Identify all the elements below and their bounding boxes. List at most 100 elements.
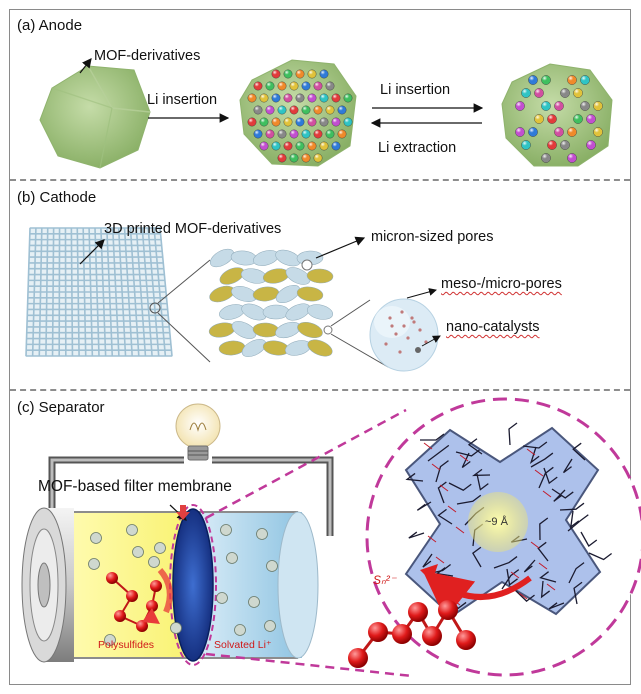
framework-bond xyxy=(568,562,585,584)
mof-derivatives-label: MOF-derivatives xyxy=(94,48,201,64)
lithium-balls-sparse xyxy=(515,75,603,163)
separator-title: (c) Separator xyxy=(17,399,105,416)
anode-title: (a) Anode xyxy=(17,17,83,34)
lithium-ball-shine xyxy=(593,127,603,137)
membrane-label: MOF-based filter membrane xyxy=(38,478,232,495)
lithium-ball-shine xyxy=(580,75,590,85)
framework-bond xyxy=(580,531,598,547)
framework-red-bond xyxy=(431,463,441,471)
ellipse-particle xyxy=(253,250,279,266)
lithium-ball-shine xyxy=(289,81,299,91)
meso-pore-dot xyxy=(400,310,404,314)
li-insertion-label-2: Li insertion xyxy=(380,82,451,98)
lithium-ball-shine xyxy=(283,141,293,151)
mof-framework-structure xyxy=(404,422,612,618)
lithium-ball-shine xyxy=(521,88,531,98)
framework-bond xyxy=(588,552,612,561)
li-ion xyxy=(264,620,276,632)
lithium-ball-shine xyxy=(259,93,269,103)
lithium-ball-shine xyxy=(247,117,257,127)
li-ion xyxy=(154,542,166,554)
printed-lattice xyxy=(25,227,173,357)
down-red-arrow xyxy=(176,505,190,520)
framework-bond xyxy=(522,441,548,449)
framework-red-bond xyxy=(526,448,536,456)
micron-pore xyxy=(301,259,313,271)
pore-zoom-circle xyxy=(323,325,333,335)
framework-bond xyxy=(422,553,433,568)
framework-bond xyxy=(562,458,573,474)
lithium-ball-shine xyxy=(325,81,335,91)
framework-red-bond xyxy=(530,541,540,549)
figure-frame xyxy=(9,9,631,685)
ellipse-particle xyxy=(262,304,290,320)
lithium-ball-shine xyxy=(301,81,311,91)
framework-bond xyxy=(539,517,549,541)
ellipse-particle xyxy=(219,304,245,320)
lithium-ball-shine xyxy=(247,93,257,103)
framework-bond xyxy=(471,468,491,477)
meso-pore-dot xyxy=(406,336,410,340)
framework-bond xyxy=(572,442,586,461)
ellipse-particle xyxy=(306,268,334,284)
framework-bond xyxy=(508,422,518,446)
ellipse-particle xyxy=(231,321,257,339)
lithium-ball-shine xyxy=(521,140,531,150)
ellipse-particle xyxy=(297,321,323,339)
lithium-ball-shine xyxy=(541,75,551,85)
lithium-ball-shine xyxy=(337,129,347,139)
lithium-ball-shine xyxy=(319,69,329,79)
lithium-ball-shine xyxy=(313,153,323,163)
section-divider-2 xyxy=(10,389,630,391)
lithium-ball-shine xyxy=(337,105,347,115)
lithium-ball-shine xyxy=(295,93,305,103)
cathode-title: (b) Cathode xyxy=(17,189,97,206)
micron-pointer-arrow xyxy=(315,236,366,259)
framework-red-bond xyxy=(534,469,544,477)
lithium-ball-shine xyxy=(295,117,305,127)
polysulfide-chain-left xyxy=(106,572,162,632)
lithium-ball-shine xyxy=(283,69,293,79)
lithium-ball-shine xyxy=(259,117,269,127)
ellipse-particle xyxy=(285,340,311,356)
lithium-ball-shine xyxy=(325,129,335,139)
framework-bond xyxy=(551,488,574,499)
lithium-ball-shine xyxy=(586,140,596,150)
framework-bond xyxy=(437,481,447,504)
framework-bond xyxy=(523,559,536,573)
zoom-line-bottom xyxy=(157,312,211,363)
framework-bond xyxy=(476,473,489,491)
meso-pore-dot xyxy=(418,328,422,332)
lithium-ball-shine xyxy=(343,93,353,103)
meso-pore-dot xyxy=(384,342,388,346)
lithium-ball-shine xyxy=(331,93,341,103)
lithium-ball-shine xyxy=(265,105,275,115)
meso-pore-dot xyxy=(398,350,402,354)
lithium-ball-shine xyxy=(593,101,603,111)
framework-bond xyxy=(416,501,432,511)
framework-bond xyxy=(435,460,449,483)
ellipse-particle xyxy=(285,267,311,285)
li-ion xyxy=(88,558,100,570)
lithium-ball-shine xyxy=(554,127,564,137)
li-ion xyxy=(248,596,260,608)
lithium-ball-shine xyxy=(313,129,323,139)
lithium-ball-shine xyxy=(307,141,317,151)
nano-catalyst-dot xyxy=(415,347,421,353)
lithium-ball-shine xyxy=(289,153,299,163)
lithium-ball-shine xyxy=(301,153,311,163)
framework-bond xyxy=(537,541,549,562)
li-ion xyxy=(256,528,268,540)
meso-pore-dot xyxy=(412,320,416,324)
lithium-ball-shine xyxy=(283,93,293,103)
ellipse-particle xyxy=(209,248,235,268)
lithium-ball-shine xyxy=(307,69,317,79)
lithium-ball-shine xyxy=(319,141,329,151)
li-ion xyxy=(132,546,144,558)
framework-bond xyxy=(461,452,471,469)
lithium-ball-shine xyxy=(301,105,311,115)
bounce-arrow-head xyxy=(142,608,160,624)
ellipse-particle xyxy=(230,250,258,266)
meso-pore-dot xyxy=(388,316,392,320)
